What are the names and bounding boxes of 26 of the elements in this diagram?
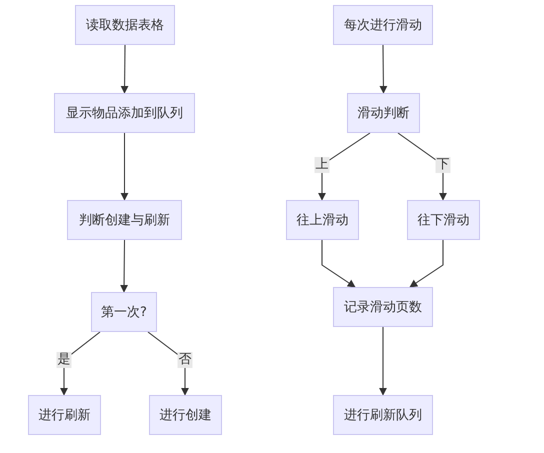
process-box: 读取数据表格 — [75, 5, 175, 45]
edge-label: 上 — [314, 157, 330, 173]
process-box: 往下滑动 — [407, 200, 480, 240]
process-box: 记录滑动页数 — [333, 287, 433, 327]
arrow — [120, 44, 129, 94]
process-box: 进行刷新 — [28, 395, 101, 435]
arrow — [409, 240, 444, 288]
arrow — [120, 240, 128, 293]
arrow — [148, 332, 189, 396]
edge-label: 是 — [56, 352, 72, 368]
arrow — [379, 326, 387, 396]
process-box: 滑动判断 — [347, 93, 420, 133]
process-box: 显示物品添加到队列 — [54, 93, 195, 133]
process-box: 进行刷新队列 — [333, 395, 433, 435]
process-box: 往上滑动 — [286, 200, 359, 240]
process-box: 第一次? — [91, 292, 157, 332]
arrow — [120, 132, 128, 201]
arrow — [398, 132, 447, 201]
edge-label: 否 — [178, 352, 192, 368]
arrow — [379, 44, 388, 94]
arrow — [318, 132, 370, 201]
edge-label: 下 — [436, 157, 450, 173]
process-box: 进行创建 — [149, 395, 222, 435]
process-box: 每次进行滑动 — [333, 5, 433, 45]
process-box: 判断创建与刷新 — [67, 200, 182, 240]
arrow — [322, 240, 356, 288]
